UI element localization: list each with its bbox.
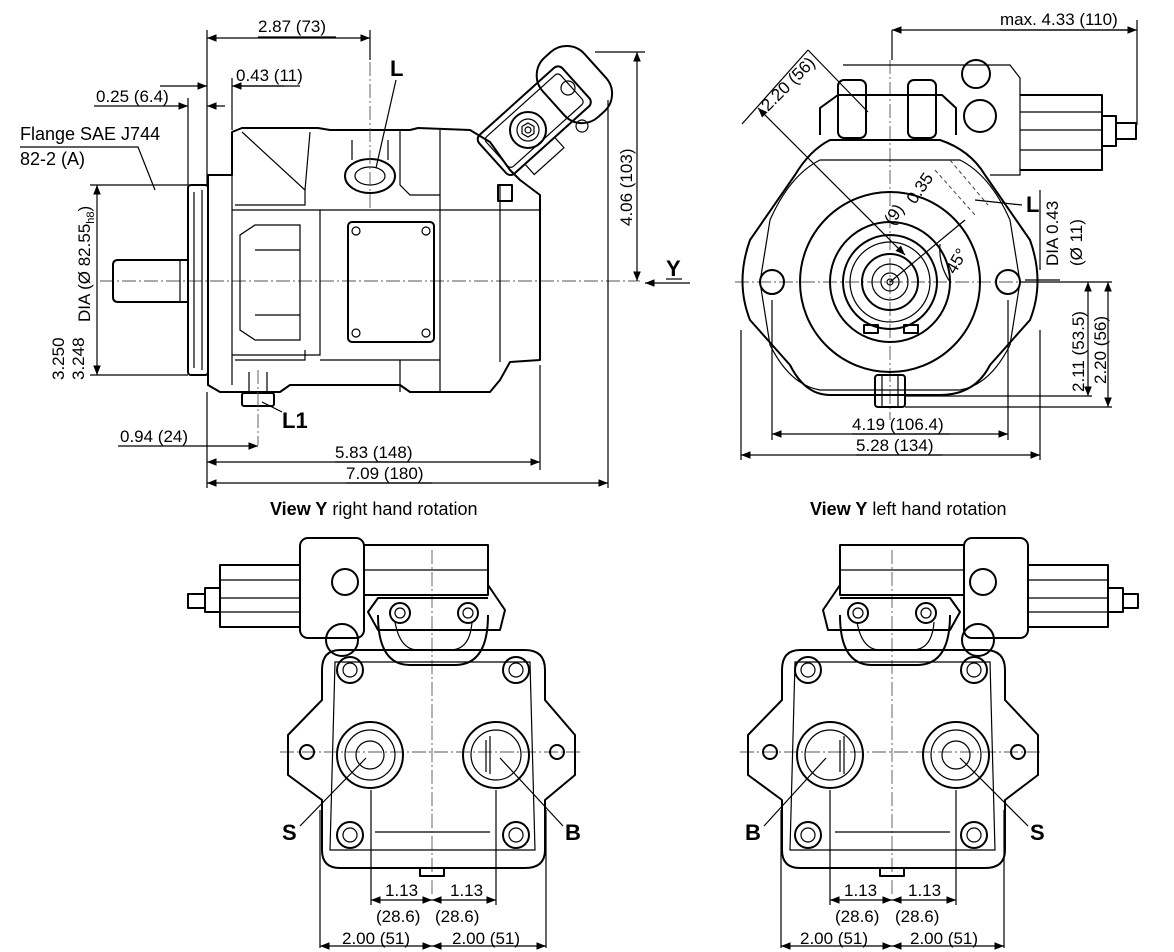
side-view [100, 40, 640, 445]
flange-label-line2: 82-2 (A) [20, 149, 85, 169]
dim-2-20-vert: 2.20 (56) [1091, 316, 1110, 384]
view-y-left: View Y left hand rotation [740, 499, 1139, 950]
svg-text:View Y left hand rotation: View Y left hand rotation [810, 499, 1006, 519]
dim-0-25: 0.25 (6.4) [96, 87, 169, 106]
view-right-port-B: B [565, 820, 581, 845]
dim-5-28: 5.28 (134) [856, 436, 934, 455]
view-right-dim-200a: 2.00 (51) [342, 929, 410, 948]
view-left-title-bold: View Y [810, 499, 867, 519]
dim-4-19: 4.19 (106.4) [852, 415, 944, 434]
view-right-title-bold: View Y [270, 499, 327, 519]
view-left-dim-113b: 1.13 [908, 881, 941, 900]
view-left-dim-286a: (28.6) [835, 907, 879, 926]
dia-upper: 3.250 [49, 337, 68, 380]
dia-lower: 3.248 [69, 337, 88, 380]
view-left-port-B: B [745, 820, 761, 845]
flange-label-line1: Flange SAE J744 [20, 124, 160, 144]
dia-close: ) [75, 206, 94, 212]
dim-max-4-33: max. 4.33 (110) [1000, 10, 1118, 29]
port-L-label: L [390, 56, 403, 81]
view-right-dim-200b: 2.00 (51) [452, 929, 520, 948]
view-right-dim-286a: (28.6) [376, 907, 420, 926]
view-y-right: View Y right hand rotation [187, 499, 581, 950]
dim-2-11: 2.11 (53.5) [1069, 311, 1088, 392]
svg-text:DIA (Ø 82.55h8): DIA (Ø 82.55h8) [75, 206, 97, 322]
dim-5-83: 5.83 (148) [335, 443, 413, 462]
view-left-port-S: S [1030, 820, 1045, 845]
dia-sub: h8 [85, 211, 97, 223]
view-arrow-Y: Y [666, 256, 681, 281]
dim-2-20-diag: 2.20 (56) [757, 53, 819, 115]
front-view-dimensions: max. 4.33 (110) 2.20 (56) (9) 0.35 45° L… [740, 10, 1138, 460]
dim-4-06: 4.06 (103) [617, 149, 636, 227]
view-right-title-rest: right hand rotation [327, 499, 477, 519]
dim-0-94: 0.94 (24) [120, 427, 188, 446]
view-left-title-rest: left hand rotation [867, 499, 1006, 519]
view-right-port-S: S [282, 820, 297, 845]
front-dia-11: (Ø 11) [1067, 219, 1086, 266]
front-dia-0-43: DIA 0.43 [1043, 201, 1062, 266]
port-L1-label: L1 [282, 408, 308, 433]
view-right-dim-113b: 1.13 [450, 881, 483, 900]
dim-0-43: 0.43 (11) [236, 66, 303, 85]
svg-text:View Y right hand rotation: View Y right hand rotation [270, 499, 477, 519]
view-left-dim-113a: 1.13 [844, 881, 877, 900]
view-right-dim-113a: 1.13 [385, 881, 418, 900]
dim-2-87: 2.87 (73) [258, 17, 326, 36]
view-right-dim-286b: (28.6) [435, 907, 479, 926]
view-left-dim-200a: 2.00 (51) [800, 929, 868, 948]
dia-label: DIA (Ø 82.55 [75, 224, 94, 322]
angle-45: 45° [942, 245, 971, 277]
front-port-L-label: L [1026, 192, 1039, 217]
side-view-dimensions: 2.87 (73) 0.43 (11) 0.25 (6.4) Flange SA… [20, 17, 690, 488]
dim-7-09: 7.09 (180) [346, 464, 424, 483]
view-left-dim-286b: (28.6) [895, 907, 939, 926]
view-left-dim-200b: 2.00 (51) [910, 929, 978, 948]
